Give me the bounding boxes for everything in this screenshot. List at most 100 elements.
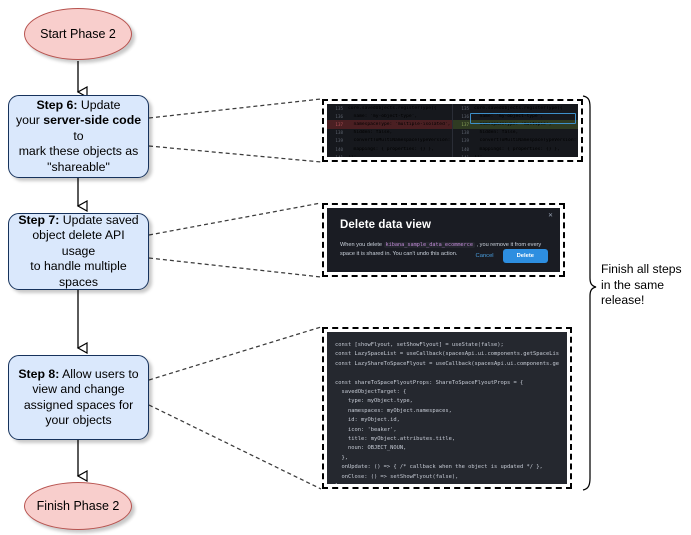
step-6-line2-bold: server-side code (43, 113, 142, 128)
line-number: 136 (335, 113, 343, 119)
step-6-line2-post: to (73, 128, 84, 143)
modal-actions: Cancel Delete (476, 249, 548, 263)
line-text: core.savedObjects.registerType({ (348, 105, 437, 111)
code-line: id: myObject.id, (335, 417, 400, 424)
code-line: 140 mappings: { properties: {} }, (453, 145, 578, 153)
line-text: namespaceType: 'multiple-isolated', (353, 121, 451, 127)
code-line: 139 convertToMultiNamespaceTypeVersion: … (327, 137, 452, 145)
code-line: 138 hidden: false, (327, 129, 452, 137)
line-text: name: 'my-object-type', (479, 113, 544, 119)
finish-label: Finish Phase 2 (36, 498, 120, 513)
callout-flyout-code: const [showFlyout, setShowFlyout] = useS… (322, 327, 572, 489)
code-line: savedObjectTarget: { (335, 389, 407, 396)
code-line: 138 hidden: false, (453, 129, 578, 137)
code-line: 141}); (327, 153, 452, 157)
line-number: 136 (461, 113, 469, 119)
line-number: 138 (461, 130, 469, 136)
line-number: 139 (335, 138, 343, 144)
code-line: }; (335, 482, 559, 484)
line-text: convertToMultiNamespaceTypeVersion: ' (479, 138, 578, 144)
step-6-prefix: Step 6: (36, 97, 78, 112)
cancel-button[interactable]: Cancel (475, 253, 494, 259)
code-line: 141}); (453, 153, 578, 157)
close-icon[interactable]: ✕ (547, 213, 553, 219)
code-line: const LazyShareToSpaceFlyout = useCallba… (335, 360, 559, 367)
step-7-line2: object delete API usage (32, 228, 125, 258)
line-number: 137 (461, 121, 469, 127)
step-6-line2-pre: your (15, 113, 44, 128)
line-text: hidden: false, (353, 130, 393, 136)
line-text: mappings: { properties: {} }, (479, 146, 560, 152)
code-line: const shareToSpaceFlyoutProps: ShareToSp… (335, 379, 524, 386)
delete-button[interactable]: Delete (502, 249, 548, 263)
line-text: convertToMultiNamespaceTypeVersion: ' (353, 138, 452, 144)
start-terminator: Start Phase 2 (24, 8, 132, 60)
line-number: 139 (461, 138, 469, 144)
line-number: 140 (461, 146, 469, 152)
modal-body: When you delete kibana_sample_data_ecomm… (340, 241, 547, 259)
line-number: 137 (335, 121, 343, 127)
annotation-line-1: Finish all steps (601, 262, 682, 276)
line-number: 135 (461, 105, 469, 111)
annotation-line-3: release! (601, 293, 645, 307)
line-number: 141 (327, 155, 346, 157)
callout-delete-modal: ✕ Delete data view When you delete kiban… (322, 203, 565, 277)
selection-box (470, 113, 576, 124)
modal-title: Delete data view (340, 219, 432, 231)
step-7-line3: to handle multiple spaces (30, 259, 127, 289)
modal-body-pre: When you delete (340, 242, 384, 248)
line-number: 140 (335, 146, 343, 152)
flyout-code-block: const [showFlyout, setShowFlyout] = useS… (327, 332, 567, 484)
line-text: name: 'my-object-type', (353, 113, 418, 119)
annotation-line-2: in the same (601, 277, 665, 292)
step-8-line4: your objects (45, 412, 112, 427)
step-7-prefix: Step 7: (18, 212, 60, 227)
code-line: 135 core.savedObjects.registerType({ (453, 104, 578, 112)
finish-terminator: Finish Phase 2 (24, 482, 132, 530)
code-line: const LazySpaceList = useCallback(spaces… (335, 351, 559, 358)
line-text: mappings: { properties: {} }, (353, 146, 434, 152)
step-8-line1: Allow users to (59, 366, 139, 381)
code-line: 140 mappings: { properties: {} }, (327, 145, 452, 153)
step-6-line1: Update (77, 97, 121, 112)
code-line: 136 name: 'my-object-type', (453, 112, 578, 120)
start-label: Start Phase 2 (40, 26, 116, 41)
code-line: noun: OBJECT_NOUN, (335, 445, 410, 452)
step-6-line4: "shareable" (47, 159, 110, 174)
delete-data-view-modal: ✕ Delete data view When you delete kiban… (327, 208, 560, 272)
code-line: 136 name: 'my-object-type', (327, 112, 452, 120)
step-7-line1: Update saved (59, 212, 139, 227)
step-8-box: Step 8: Allow users to view and change a… (8, 355, 149, 440)
code-line: namespaces: myObject.namespaces, (335, 407, 452, 414)
object-id-chip: kibana_sample_data_ecommerce (383, 242, 475, 248)
code-line: }, (335, 454, 348, 461)
modal-body-post: , you remove it from every space it is s… (340, 242, 542, 257)
step-8-line2: view and change (32, 382, 125, 397)
line-text: core.savedObjects.registerType({ (474, 105, 563, 111)
code-line: 137 namespaceType: 'multiple-isolated', (327, 120, 452, 129)
line-number: 141 (453, 155, 472, 157)
line-text: }); (346, 155, 356, 157)
line-number: 135 (335, 105, 343, 111)
code-line (335, 369, 559, 378)
code-line: title: myObject.attributes.title, (335, 436, 459, 443)
step-6-line3: mark these objects as (18, 144, 139, 159)
line-text: }); (472, 155, 482, 157)
code-line: 135 core.savedObjects.registerType({ (327, 104, 452, 112)
code-line: onClose: () => setShowFlyout(false), (335, 473, 459, 480)
code-line: 137 namespaceType: 'multiple', (453, 120, 578, 129)
code-line: const [showFlyout, setShowFlyout] = useS… (335, 342, 504, 348)
code-line: onUpdate: () => { /* callback when the o… (335, 464, 543, 471)
step-6-box: Step 6: Update your server-side code to … (8, 95, 149, 178)
code-line: 139 convertToMultiNamespaceTypeVersion: … (453, 137, 578, 145)
step-8-prefix: Step 8: (18, 366, 60, 381)
release-annotation: Finish all steps in the same release! (601, 262, 691, 309)
step-7-box: Step 7: Update saved object delete API u… (8, 213, 149, 290)
code-line: icon: 'beaker', (335, 426, 400, 433)
line-text: hidden: false, (479, 130, 519, 136)
